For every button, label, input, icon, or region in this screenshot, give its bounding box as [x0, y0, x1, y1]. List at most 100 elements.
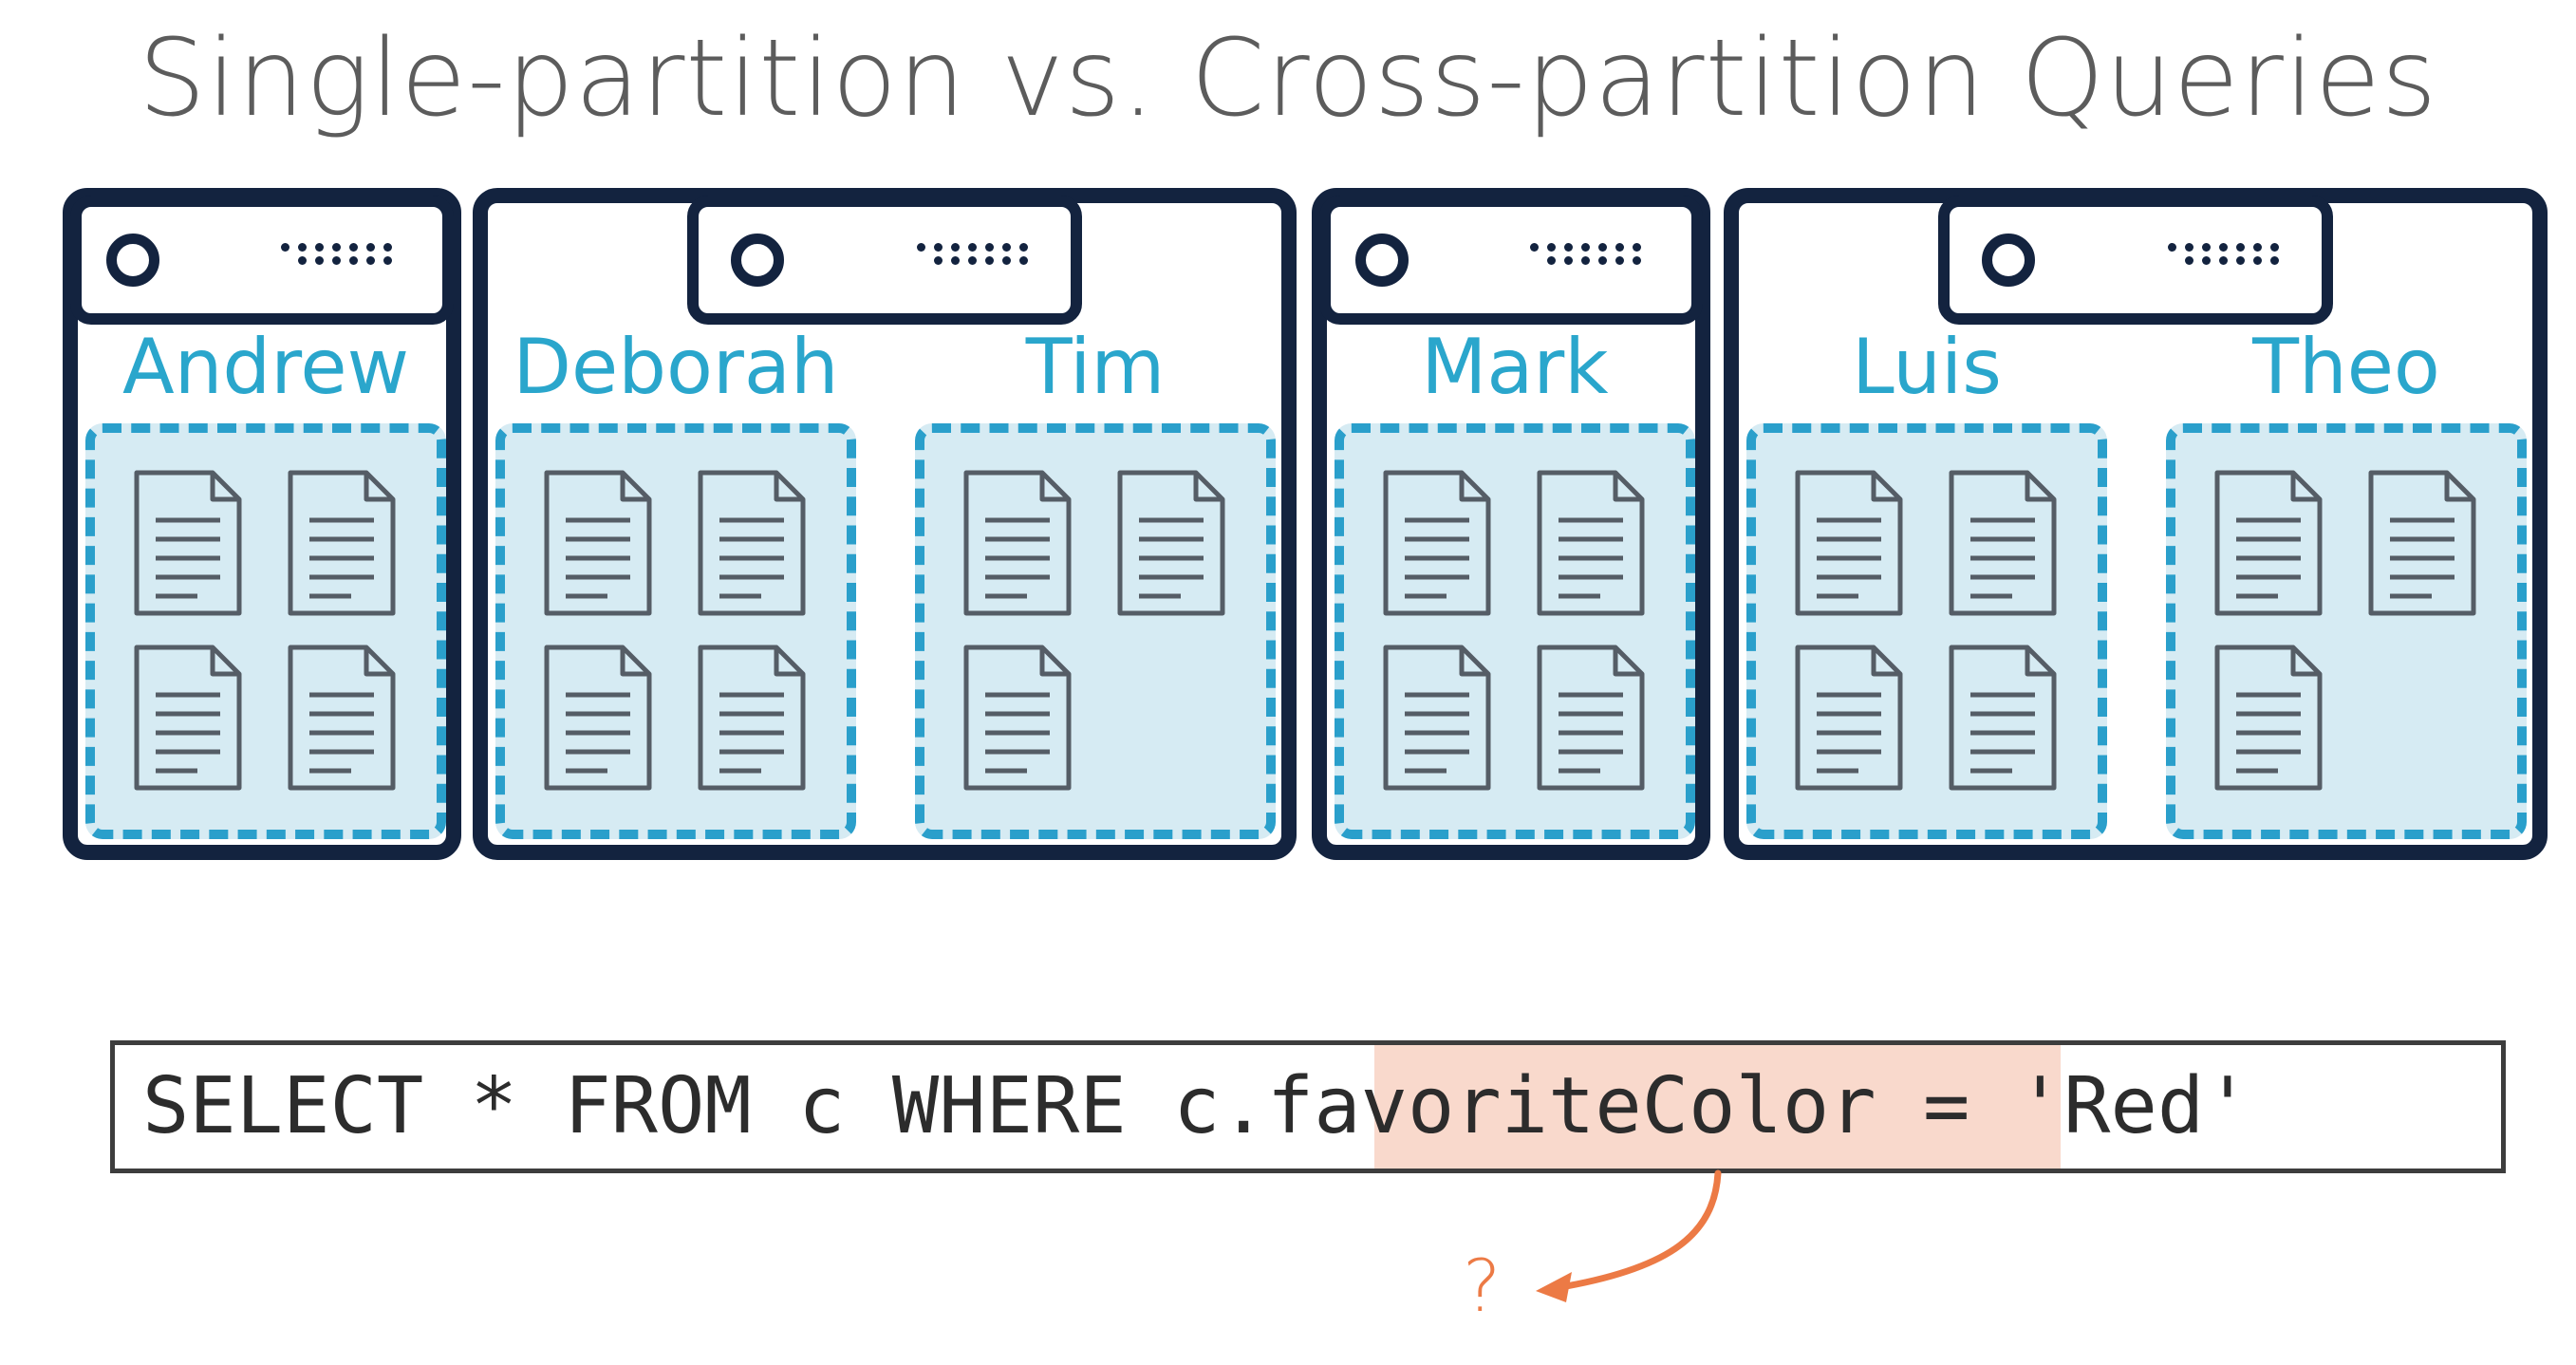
- vent-dot: [2202, 243, 2211, 252]
- partition-name-label: Andrew: [122, 323, 409, 411]
- power-circle-icon: [731, 234, 784, 287]
- document-icon: [285, 642, 399, 798]
- vent-dot: [383, 243, 392, 252]
- query-after: = 'Red': [1876, 1061, 2251, 1151]
- power-circle-icon: [1982, 234, 2035, 287]
- power-circle-icon: [106, 234, 159, 287]
- vent-dot: [1633, 243, 1641, 252]
- vent-dot: [1564, 256, 1573, 265]
- vent-dot: [2168, 243, 2176, 252]
- vent-dot: [2270, 243, 2279, 252]
- vent-dot: [1564, 243, 1573, 252]
- document-icon: [1114, 467, 1228, 624]
- vent-dot: [934, 243, 943, 252]
- document-icon: [1946, 642, 2060, 798]
- document-icon: [2212, 642, 2325, 798]
- document-icon: [1534, 642, 1648, 798]
- vent-dot: [1530, 243, 1539, 252]
- vent-dot: [298, 256, 307, 265]
- query-box: [110, 1040, 2506, 1173]
- vent-dot: [1002, 243, 1011, 252]
- vent-dots-icon: [1530, 243, 1650, 270]
- document-icon: [131, 642, 245, 798]
- vent-dot: [968, 256, 977, 265]
- document-icon: [695, 467, 809, 624]
- vent-dot: [315, 256, 324, 265]
- vent-dot: [917, 243, 925, 252]
- partition-name-label: Tim: [1025, 323, 1166, 411]
- vent-dot: [1598, 256, 1607, 265]
- server-icon: [1319, 196, 1703, 325]
- vent-dot: [332, 256, 341, 265]
- document-icon: [541, 642, 655, 798]
- vent-dot: [1581, 243, 1590, 252]
- question-mark: ?: [1463, 1243, 1502, 1328]
- vent-dot: [332, 243, 341, 252]
- vent-dot: [298, 243, 307, 252]
- partition-box: [1335, 423, 1695, 839]
- vent-dot: [349, 243, 358, 252]
- query-highlight-text: favoriteColor: [1266, 1061, 1876, 1151]
- vent-dots-icon: [2168, 243, 2287, 270]
- vent-dot: [383, 256, 392, 265]
- partition-box: [915, 423, 1276, 839]
- vent-dot: [2270, 256, 2279, 265]
- query-highlight: [1374, 1045, 2061, 1169]
- vent-dot: [1547, 256, 1556, 265]
- document-icon: [961, 467, 1074, 624]
- server-icon: [687, 196, 1082, 325]
- document-icon: [1380, 467, 1494, 624]
- partition-name-label: Luis: [1852, 323, 2002, 411]
- vent-dot: [934, 256, 943, 265]
- vent-dot: [1019, 243, 1028, 252]
- document-icon: [131, 467, 245, 624]
- vent-dot: [2253, 243, 2262, 252]
- vent-dot: [2236, 256, 2245, 265]
- document-icon: [1380, 642, 1494, 798]
- vent-dot: [985, 243, 994, 252]
- partition-box: [85, 423, 446, 839]
- vent-dot: [951, 256, 960, 265]
- partition-box: [495, 423, 856, 839]
- vent-dot: [1019, 256, 1028, 265]
- document-icon: [541, 467, 655, 624]
- query-text: SELECT * FROM c WHERE c.favoriteColor = …: [142, 1044, 2251, 1169]
- vent-dot: [2253, 256, 2262, 265]
- partition-name-label: Mark: [1421, 323, 1609, 411]
- vent-dot: [1547, 243, 1556, 252]
- document-icon: [1946, 467, 2060, 624]
- vent-dots-icon: [281, 243, 401, 270]
- document-icon: [1534, 467, 1648, 624]
- vent-dot: [366, 256, 375, 265]
- document-icon: [695, 642, 809, 798]
- document-icon: [2365, 467, 2479, 624]
- power-circle-icon: [1355, 234, 1409, 287]
- vent-dot: [281, 243, 289, 252]
- partition-name-label: Deborah: [513, 323, 839, 411]
- vent-dot: [315, 243, 324, 252]
- server-icon: [70, 196, 454, 325]
- vent-dot: [349, 256, 358, 265]
- vent-dot: [985, 256, 994, 265]
- vent-dot: [1598, 243, 1607, 252]
- vent-dots-icon: [917, 243, 1036, 270]
- vent-dot: [1633, 256, 1641, 265]
- vent-dot: [1615, 243, 1624, 252]
- query-before: SELECT * FROM c WHERE c.: [142, 1061, 1267, 1151]
- vent-dot: [1581, 256, 1590, 265]
- vent-dot: [1615, 256, 1624, 265]
- vent-dot: [951, 243, 960, 252]
- vent-dot: [366, 243, 375, 252]
- partition-box: [2166, 423, 2527, 839]
- page-title: Single-partition vs. Cross-partition Que…: [138, 17, 2438, 140]
- partition-name-label: Theo: [2252, 323, 2440, 411]
- vent-dot: [2236, 243, 2245, 252]
- vent-dot: [2185, 243, 2193, 252]
- document-icon: [285, 467, 399, 624]
- vent-dot: [2219, 256, 2228, 265]
- vent-dot: [2185, 256, 2193, 265]
- document-icon: [1792, 467, 1906, 624]
- document-icon: [1792, 642, 1906, 798]
- partition-box: [1746, 423, 2107, 839]
- vent-dot: [1002, 256, 1011, 265]
